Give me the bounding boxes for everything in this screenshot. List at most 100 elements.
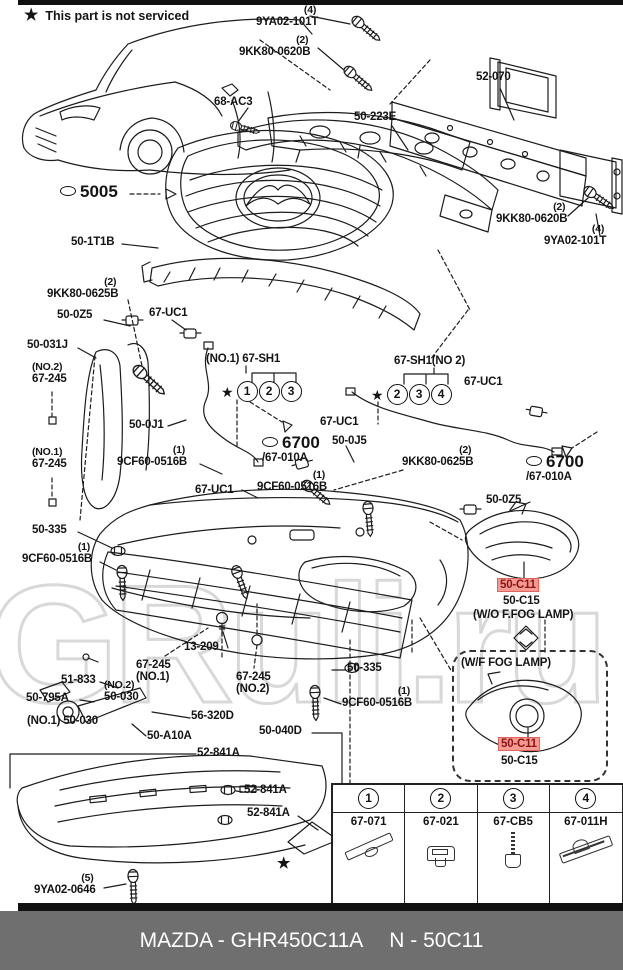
part-label: 67-SH1(NO 2) <box>394 355 466 367</box>
part-label: 50-040D <box>259 725 302 737</box>
part-label: 67-245(NO.2) <box>236 671 271 696</box>
star-icon: ★ <box>221 383 234 400</box>
part-label: 5005 <box>60 182 118 201</box>
part-label: 50-C15 <box>501 755 538 767</box>
grille-drawing <box>165 129 394 261</box>
table-part-cell: 67-CB5 <box>478 813 550 905</box>
part-label: 50-335 <box>347 662 382 674</box>
clip-part-icon <box>426 846 455 867</box>
part-label: 52-841A <box>247 807 290 819</box>
part-label-highlighted: 50-C11 <box>498 579 538 591</box>
callout-number: 2 <box>430 788 452 809</box>
callout-number: 1 <box>236 381 258 402</box>
star-icon: ★ <box>371 386 384 403</box>
table-part-cell: 67-011H <box>550 813 622 905</box>
assembly-icon <box>60 186 76 196</box>
part-label: 52-070 <box>476 71 511 83</box>
bottom-rule <box>18 903 623 911</box>
part-label: 67-UC1 <box>464 376 503 388</box>
table-header-cell: 2 <box>405 785 478 813</box>
part-label: (W/O F.FOG LAMP) <box>473 609 574 621</box>
part-label: 68-AC3 <box>214 96 253 108</box>
part-label: (NO.2)67-245 <box>32 361 67 386</box>
legend-text: This part is not serviced <box>45 9 190 23</box>
table-part-cell: 67-021 <box>405 813 478 905</box>
fog-lamp-variant-box <box>452 650 608 782</box>
not-serviced-legend: ★ This part is not serviced <box>24 8 189 24</box>
part-label: (1)9CF60-0516B <box>117 444 188 469</box>
part-label: 67-245(NO.1) <box>136 659 171 684</box>
part-label: 50-C15 <box>503 595 540 607</box>
part-label: 50-0J5 <box>332 435 367 447</box>
part-label: 52-841A <box>244 784 287 796</box>
part-label: 56-320D <box>191 710 234 722</box>
rivet-part-icon <box>505 832 522 868</box>
part-label: 50-0Z5 <box>486 494 522 506</box>
lower-grille-drawing <box>141 257 421 331</box>
part-label: (2)9KK80-0620B <box>239 34 311 59</box>
part-label: 6700/67-010A <box>526 452 584 484</box>
energy-absorber-drawing <box>237 119 499 233</box>
license-bracket-drawing <box>102 551 413 659</box>
table-header-cell: 1 <box>333 785 406 813</box>
fastener-reference-table: 1 2 3 4 67-071 67-021 67-CB5 67-011H <box>331 783 623 907</box>
part-label: 67-UC1 <box>320 416 359 428</box>
part-label: 50-335 <box>32 524 67 536</box>
part-label: (2)9KK80-0620B <box>496 201 568 226</box>
callout-number: 2 <box>258 381 280 402</box>
part-label: (NO.2)50-030 <box>104 679 139 704</box>
callout-number: 3 <box>502 788 524 809</box>
star-icon: ★ <box>24 7 39 24</box>
callout-number: 3 <box>408 384 430 405</box>
table-part-cell: 67-071 <box>333 813 406 905</box>
leader-lines <box>9 15 601 889</box>
footer-bar: MAZDA - GHR450C11A N - 50C11 <box>0 911 623 970</box>
part-number: 67-011H <box>564 816 608 828</box>
reinforcement-bar-drawing <box>389 57 623 215</box>
part-label: 50-0Z5 <box>57 309 93 321</box>
part-label: (NO.1) 67-SH1 <box>206 353 281 365</box>
part-label: (2)9KK80-0625B <box>402 444 474 469</box>
table-header-cell: 3 <box>477 785 550 813</box>
part-label: 50-1T1B <box>71 236 115 248</box>
part-label-highlighted: 50-C11 <box>499 738 539 750</box>
callout-number: 3 <box>280 381 302 402</box>
part-number: 67-071 <box>350 816 387 828</box>
part-label: 50-223E <box>354 111 397 123</box>
part-number: 67-021 <box>422 816 459 828</box>
part-label: (2)9KK80-0625B <box>47 276 119 301</box>
tow-hook-drawing <box>39 653 147 724</box>
part-label: (1)9CF60-0516B <box>257 469 328 494</box>
star-icon: ★ <box>277 855 291 872</box>
assembly-icon <box>262 437 278 447</box>
part-label: (4)9YA02-101T <box>544 223 607 248</box>
part-label: 50-0J1 <box>129 419 164 431</box>
under-cover-drawing <box>16 754 339 864</box>
part-label: (4)9YA02-101T <box>256 4 319 29</box>
part-label: 52-841A <box>197 747 240 759</box>
part-label: 67-UC1 <box>195 484 234 496</box>
bumper-face-drawing <box>90 488 469 660</box>
part-label: (5)9YA02-0646 <box>34 872 96 897</box>
part-label: 50-795A <box>26 692 69 704</box>
part-label: (1)9CF60-0516B <box>342 685 413 710</box>
callout-number: 2 <box>386 384 408 405</box>
fog-bezel-upper-drawing <box>464 501 580 580</box>
table-header-cell: 4 <box>549 785 622 813</box>
part-label: 50-A10A <box>147 730 192 742</box>
assembly-icon <box>526 456 542 466</box>
part-label: (W/F FOG LAMP) <box>461 657 551 669</box>
part-label: 67-UC1 <box>149 307 188 319</box>
part-label: 50-031J <box>27 339 68 351</box>
part-label: 13-209 <box>184 641 219 653</box>
part-label: (NO.1) 50-030 <box>27 715 98 727</box>
part-label: (NO.1)67-245 <box>32 446 67 471</box>
harness-drawings <box>203 341 563 467</box>
swap-symbol-icon <box>513 625 539 651</box>
footer-part-code: MAZDA - GHR450C11A <box>139 928 364 952</box>
callout-number: 1 <box>358 788 380 809</box>
bracket-part-icon <box>558 835 614 864</box>
top-rule <box>18 0 623 5</box>
